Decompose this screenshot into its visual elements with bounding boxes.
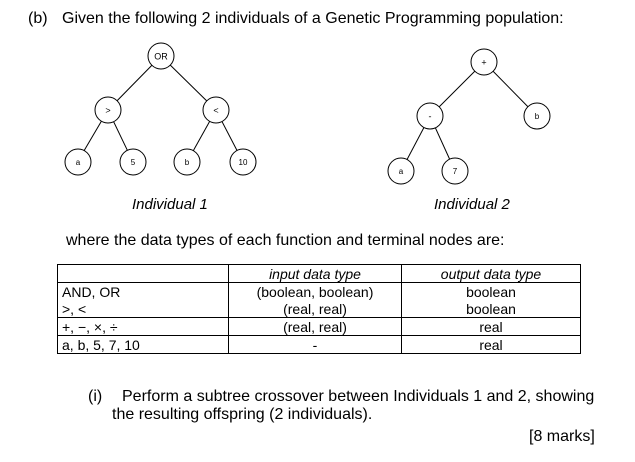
- tree-diagrams: OR > < a 5 b 10 + - b a 7: [64, 42, 551, 185]
- node-leaf-b-2: [523, 102, 551, 130]
- subquestion-text-line-1: Perform a subtree crossover between Indi…: [122, 388, 595, 405]
- node-label-b: b: [185, 158, 190, 167]
- table-cell: -: [228, 335, 402, 354]
- table-cell: +, −, ×, ÷: [57, 317, 229, 336]
- node-label-a-2: a: [399, 167, 404, 176]
- table-cell: (real, real): [228, 300, 402, 318]
- node-op-less: [202, 96, 230, 124]
- table-cell: a, b, 5, 7, 10: [62, 336, 140, 353]
- table-header-cell: [57, 264, 229, 283]
- question-heading: (b) Given the following 2 individuals of …: [28, 10, 564, 28]
- table-cell: real: [401, 335, 581, 354]
- question-label: (b): [28, 10, 48, 27]
- node-root-plus: [470, 48, 498, 76]
- table-row: a, b, 5, 7, 10 - real: [58, 335, 581, 354]
- table-row: +, −, ×, ÷ (real, real) real: [57, 317, 581, 336]
- table-cell: (real, real): [228, 317, 402, 336]
- node-label-a: a: [76, 158, 81, 167]
- data-types-table: input data type output data type AND, OR…: [57, 264, 581, 354]
- node-label-minus: -: [429, 112, 432, 122]
- node-label-or: OR: [154, 52, 168, 62]
- individual-2-tree: + - b a 7: [387, 48, 551, 185]
- individual-1-tree: OR > < a 5 b 10: [64, 42, 257, 176]
- node-root-or: [147, 42, 175, 70]
- subquestion-text-line-2: the resulting offspring (2 individuals).: [112, 406, 373, 423]
- table-cell: (boolean, boolean): [228, 282, 402, 300]
- node-leaf-b: [173, 148, 201, 176]
- table-cell: AND, OR: [62, 283, 121, 300]
- node-leaf-a: [64, 148, 92, 176]
- node-leaf-5: [119, 148, 147, 176]
- node-label-10: 10: [239, 158, 248, 167]
- marks-label: [8 marks]: [529, 428, 595, 445]
- node-leaf-a-2: [387, 157, 415, 185]
- table-row: AND, OR (boolean, boolean) boolean: [58, 282, 581, 300]
- table-row: >, < (real, real) boolean: [57, 300, 581, 318]
- table-cell: real: [401, 317, 581, 336]
- node-leaf-10: [229, 148, 257, 176]
- table-cell: >, <: [57, 300, 229, 318]
- individual-1-caption: Individual 1: [132, 196, 208, 213]
- node-label-greater: >: [105, 106, 110, 116]
- table-header-row: input data type output data type: [57, 264, 581, 283]
- types-intro-text: where the data types of each function an…: [66, 232, 505, 249]
- table-header-cell: input data type: [228, 264, 402, 283]
- node-label-5: 5: [131, 158, 136, 167]
- node-label-plus: +: [481, 58, 486, 68]
- node-label-7: 7: [453, 167, 458, 176]
- subquestion-label: (i): [88, 388, 103, 405]
- node-op-minus: [416, 102, 444, 130]
- node-label-b-2: b: [535, 112, 540, 121]
- node-label-less: <: [213, 106, 218, 116]
- node-op-greater: [94, 96, 122, 124]
- node-leaf-7: [441, 157, 469, 185]
- table-cell: boolean: [401, 282, 581, 300]
- table-cell: boolean: [401, 300, 581, 318]
- question-text: Given the following 2 individuals of a G…: [62, 10, 564, 27]
- individual-2-caption: Individual 2: [434, 196, 510, 213]
- table-header-cell: output data type: [401, 264, 581, 283]
